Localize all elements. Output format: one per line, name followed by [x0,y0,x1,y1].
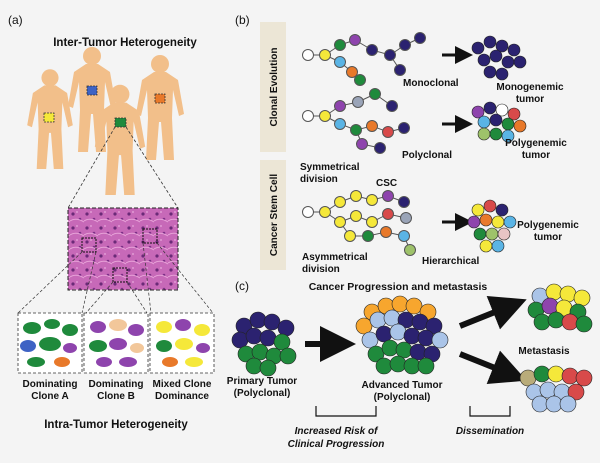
risk-label-2: Clinical Progression [288,439,385,450]
zoom-line [126,281,148,314]
csc-label: CSC [376,178,397,189]
polyclonal-label: Polyclonal [402,150,452,161]
monogenic-label-1: Monogenemic [496,82,564,93]
risk-label-1: Increased Risk of [295,426,379,437]
tumor-marker [43,112,55,123]
monogenic-label-2: tumor [516,94,544,105]
inter-tumor-title: Inter-Tumor Heterogeneity [53,37,197,49]
monoclonal-tree [302,32,426,86]
panel-a-label: (a) [8,13,23,27]
clone-mixed-label-1: Mixed Clone [153,379,212,390]
tissue-region [81,237,97,253]
dissemination-bracket [469,406,511,417]
polygenic3-label-2: tumor [534,232,562,243]
polyclonal-tree [302,88,410,154]
primary-tumor-label-1: Primary Tumor [227,376,297,387]
advanced-tumor [355,295,449,375]
metastasis-cluster-2 [519,365,593,413]
clone-b-label-1: Dominating [89,379,144,390]
side-band-clonal [260,22,286,152]
advanced-tumor-label-2: (Polyclonal) [374,392,431,403]
polygenic-label-1: Polygenemic [505,138,567,149]
intra-tumor-title: Intra-Tumor Heterogeneity [44,419,188,431]
polygenic-label-2: tumor [522,150,550,161]
symmetrical-label-1: Symmetrical [300,162,360,173]
panel-b-label: (b) [235,13,250,27]
zoom-line [67,126,116,209]
clone-box-b [83,312,149,374]
risk-bracket [315,406,377,417]
tissue-region [112,267,128,283]
zoom-line [85,281,114,314]
monogenic-cluster [471,35,527,81]
dissemination-label: Dissemination [456,426,524,437]
metastasis-arrow-up [458,295,527,330]
tissue-section [67,207,179,291]
tumor-marker [114,117,127,128]
clone-b-label-2: Clone B [97,391,135,402]
asymmetrical-label-1: Asymmetrical [302,252,368,263]
clone-a-label-1: Dominating [23,379,78,390]
clone-mixed-label-2: Dominance [155,391,209,402]
side-band-csc [260,160,286,270]
hierarchical-cluster [467,199,517,253]
side-label-csc: Cancer Stem Cell [269,174,280,256]
primary-tumor [231,311,297,377]
metastasis-label: Metastasis [518,346,570,357]
primary-tumor-label-2: (Polyclonal) [234,388,291,399]
tumor-marker [86,85,98,96]
tissue-region [142,228,158,244]
asymmetrical-label-2: division [302,264,340,275]
progression-title: Cancer Progression and metastasis [309,281,488,293]
polygenic-cluster [471,101,527,143]
metastasis-arrow-down [458,350,527,385]
panel-c: (c) Cancer Progression and metastasis Pr… [227,279,593,450]
zoom-line [142,242,152,314]
panel-b: (b) Clonal Evolution Cancer Stem Cell [235,13,579,275]
hierarchical-label: Hierarchical [422,256,479,267]
panel-a: (a) Inter-Tumor Heterogeneity [8,13,215,431]
clone-a-label-2: Clone A [31,391,68,402]
zoom-line [125,126,179,209]
clone-box-mixed [149,312,215,374]
side-label-clonal: Clonal Evolution [269,48,280,127]
polygenic3-label-1: Polygenemic [517,220,579,231]
symmetrical-label-2: division [300,174,338,185]
csc-tree [302,190,416,256]
advanced-tumor-label-1: Advanced Tumor [362,380,443,391]
zoom-line [81,251,97,314]
monoclonal-label: Monoclonal [403,78,459,89]
tumor-marker [154,93,166,104]
metastasis-cluster-1 [527,283,593,333]
clone-box-a [17,312,83,374]
panel-c-label: (c) [235,279,249,293]
